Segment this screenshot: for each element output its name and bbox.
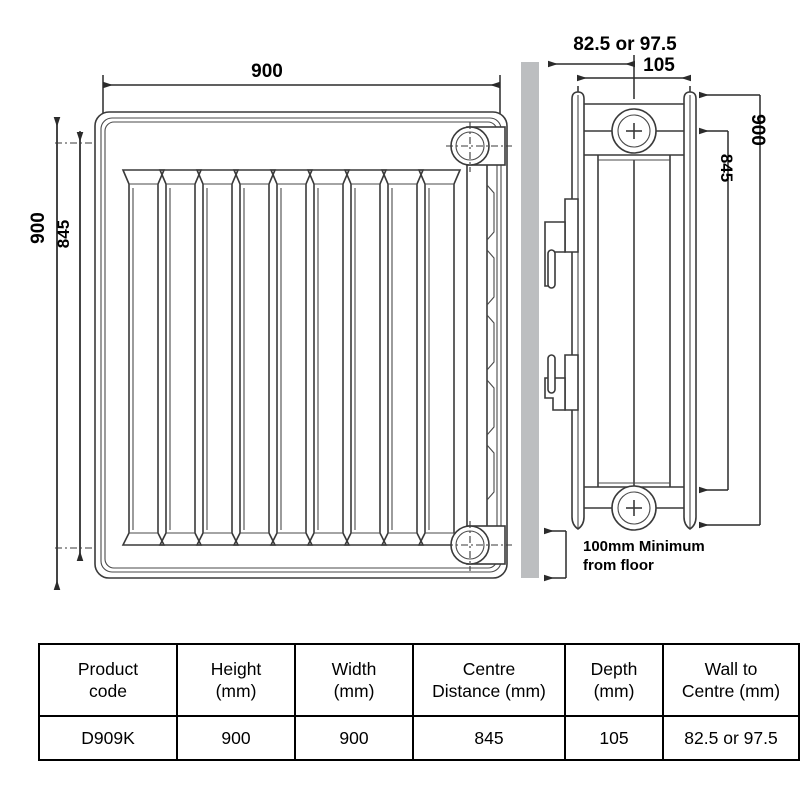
- header-wall-to-centre-line1: Wall to: [704, 658, 758, 679]
- cell-depth: 105: [564, 715, 664, 761]
- wall-surface: [521, 62, 539, 578]
- table-row: D909K 900 900 845 105 82.5 or 97.5: [38, 715, 800, 761]
- side-radiator-body: [571, 91, 697, 530]
- front-radiator-body: [94, 111, 508, 579]
- side-wall-to-centre-dimension: 82.5 or 97.5: [548, 34, 677, 99]
- header-depth-line2: (mm): [593, 681, 635, 701]
- side-wall-to-centre-dim-label: 82.5 or 97.5: [573, 34, 677, 55]
- side-wall-bracket-top: [544, 198, 579, 289]
- header-centre-distance: Centre Distance (mm): [412, 643, 566, 717]
- header-width: Width (mm): [294, 643, 414, 717]
- front-left-outer-dimension: 900: [28, 117, 61, 590]
- header-height-line1: Height: [210, 658, 262, 679]
- front-right-profile-strip: [466, 163, 495, 553]
- spec-table-head: Product code Height (mm) Width (mm) Cent…: [38, 643, 800, 717]
- header-product-code: Product code: [38, 643, 178, 717]
- header-depth-line1: Depth: [590, 658, 638, 679]
- side-centre-distance-dim-label: 845: [717, 154, 736, 182]
- specification-table: Product code Height (mm) Width (mm) Cent…: [38, 643, 800, 761]
- cell-product-code: D909K: [38, 715, 178, 761]
- header-height-line2: (mm): [215, 681, 257, 701]
- side-height-dim-label: 900: [747, 114, 768, 146]
- cell-width: 900: [294, 715, 414, 761]
- side-wall-bracket-bottom: [544, 354, 579, 411]
- floor-note-line2: from floor: [583, 557, 654, 574]
- side-depth-dimension: 105: [577, 55, 691, 95]
- header-product-code-line1: Product: [77, 658, 139, 679]
- spec-table-body: D909K 900 900 845 105 82.5 or 97.5: [38, 715, 800, 761]
- side-floor-clearance-dimension: [544, 527, 567, 582]
- side-centre-distance-dimension: 845: [699, 127, 736, 494]
- front-valve-bottom-right: [446, 521, 512, 571]
- header-height: Height (mm): [176, 643, 296, 717]
- header-width-line1: Width: [331, 658, 377, 679]
- side-depth-dim-label: 105: [643, 55, 675, 76]
- front-valve-top-right: [446, 122, 512, 172]
- front-left-outer-dim-label: 900: [28, 212, 49, 244]
- front-left-inner-dim-label: 845: [54, 220, 73, 248]
- cell-centre-distance: 845: [412, 715, 566, 761]
- header-wall-to-centre: Wall to Centre (mm): [662, 643, 800, 717]
- side-view-group: 82.5 or 97.5 105: [521, 34, 768, 582]
- side-valve-bottom: [611, 485, 657, 531]
- floor-note-line1: 100mm Minimum: [583, 538, 705, 555]
- front-left-inner-dimension: 845: [54, 132, 84, 561]
- header-product-code-line2: code: [89, 681, 127, 701]
- side-height-dimension: 900: [699, 91, 768, 529]
- spec-table-header-row: Product code Height (mm) Width (mm) Cent…: [38, 643, 800, 717]
- header-centre-distance-line1: Centre: [462, 658, 516, 679]
- header-centre-distance-line2: Distance (mm): [432, 681, 546, 701]
- specification-table-wrapper: Product code Height (mm) Width (mm) Cent…: [38, 643, 800, 761]
- header-wall-to-centre-line2: Centre (mm): [681, 681, 781, 701]
- front-top-dim-label: 900: [251, 61, 283, 82]
- cell-wall-to-centre: 82.5 or 97.5: [662, 715, 800, 761]
- side-valve-top: [611, 108, 657, 154]
- front-top-dimension: 900: [103, 61, 500, 89]
- cell-height: 900: [176, 715, 296, 761]
- header-width-line2: (mm): [333, 681, 375, 701]
- header-depth: Depth (mm): [564, 643, 664, 717]
- front-view-group: 900 900 845: [28, 61, 512, 590]
